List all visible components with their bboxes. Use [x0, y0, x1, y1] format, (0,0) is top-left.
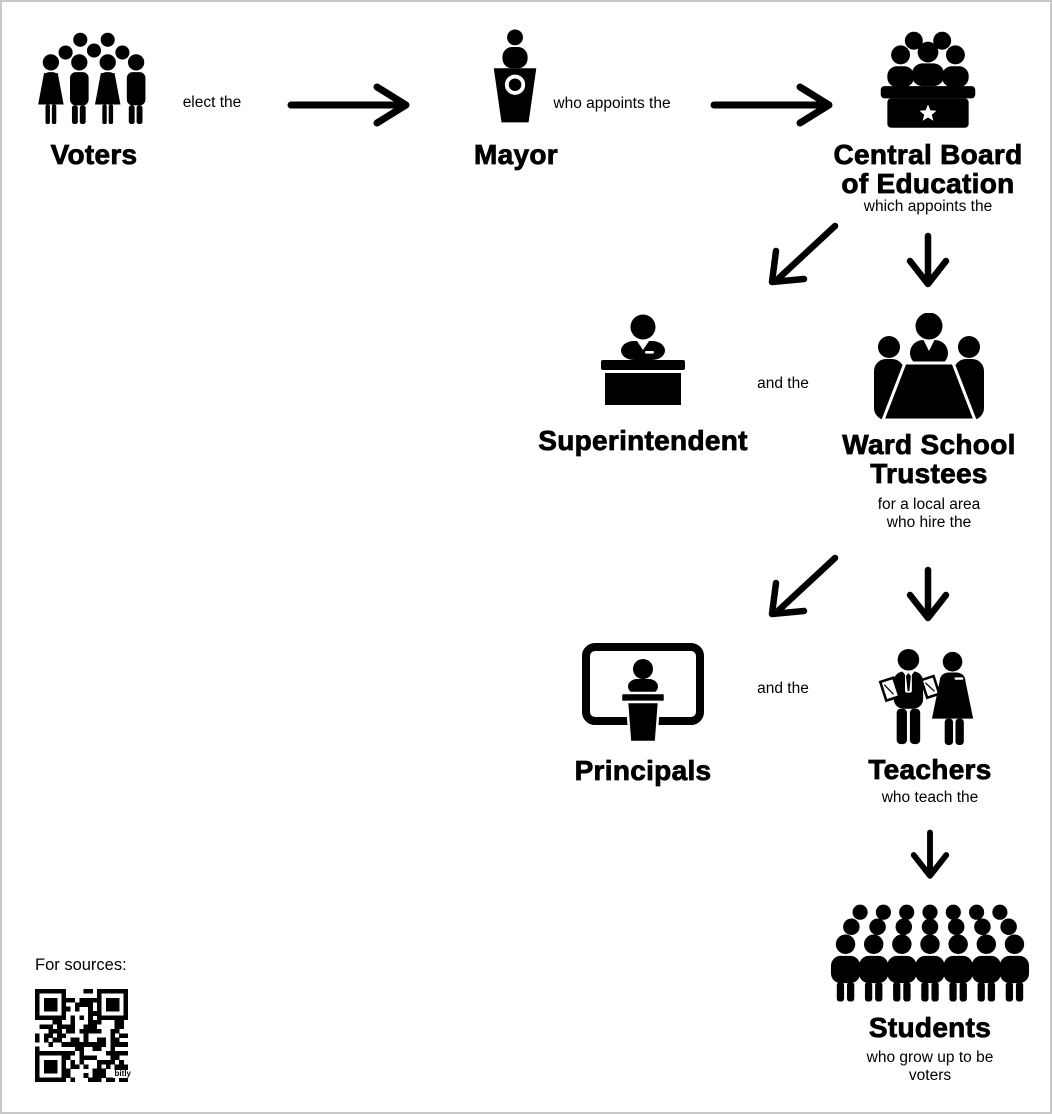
teachers-label: Teachers: [868, 754, 992, 785]
students-note-line1: who grow up to be: [866, 1049, 994, 1066]
node-teachers: Teachers who teach the: [855, 648, 1005, 807]
arrow-down-icon: [906, 232, 950, 288]
ward-trustees-note-line2: who hire the: [886, 513, 972, 531]
student-crowd-icon: [830, 904, 1030, 1002]
voters-label: Voters: [50, 139, 138, 170]
central-board-note: which appoints the: [863, 198, 993, 215]
node-central-board: Central Board of Education which appoint…: [828, 30, 1028, 216]
node-students: Students who grow up to be voters: [825, 903, 1035, 1084]
edge-label-elect-the: elect the: [182, 94, 242, 111]
sources-block: For sources: bitly: [35, 956, 155, 1083]
mayor-label: Mayor: [474, 139, 558, 170]
ward-trustees-note-line1: for a local area: [877, 496, 981, 513]
teachers-note: who teach the: [881, 789, 979, 806]
sources-label: For sources:: [35, 956, 127, 974]
arrow-diagonal-icon: [768, 554, 839, 618]
node-superintendent: Superintendent: [535, 314, 751, 456]
edge-label-and-the-1: and the: [757, 375, 809, 392]
teacher-pair-icon: [878, 648, 974, 746]
node-voters: Voters: [18, 30, 170, 170]
students-note: who grow up to be voters: [825, 1049, 1035, 1084]
arrow-diagonal-icon: [768, 222, 839, 286]
students-label: Students: [868, 1012, 992, 1043]
qr-caption: bitly: [112, 1069, 131, 1078]
speaker-podium-icon: [493, 29, 537, 123]
ward-trustees-label-line1: Ward School: [842, 429, 1016, 460]
central-board-label-line1: Central Board: [833, 139, 1023, 170]
lecturer-screen-icon: [582, 643, 704, 744]
node-principals: Principals: [565, 642, 721, 786]
person-at-desk-icon: [601, 314, 685, 405]
qr-code: bitly: [35, 989, 131, 1083]
node-ward-trustees: Ward School Trustees for a local area wh…: [829, 313, 1029, 531]
ward-trustees-label-line2: Trustees: [870, 458, 988, 489]
ward-trustees-label: Ward School Trustees: [829, 429, 1029, 489]
superintendent-label: Superintendent: [538, 425, 748, 456]
central-board-label: Central Board of Education: [828, 139, 1028, 199]
board-bench-star-icon: [880, 31, 976, 128]
meeting-table-icon: [874, 313, 984, 420]
students-note-line2: voters: [908, 1066, 952, 1084]
arrow-down-icon: [910, 829, 950, 879]
arrow-down-icon: [906, 566, 950, 622]
edge-label-and-the-2: and the: [757, 680, 809, 697]
central-board-label-line2: of Education: [841, 168, 1015, 199]
crowd-icon: [38, 32, 146, 125]
edge-label-who-appoints: who appoints the: [553, 95, 671, 112]
principals-label: Principals: [574, 755, 712, 786]
node-mayor: Mayor: [456, 28, 576, 170]
ward-trustees-note: for a local area who hire the: [829, 496, 1029, 531]
arrow-right-icon: [287, 83, 410, 127]
qr-code-image: [35, 989, 129, 1083]
arrow-right-icon: [710, 83, 833, 127]
